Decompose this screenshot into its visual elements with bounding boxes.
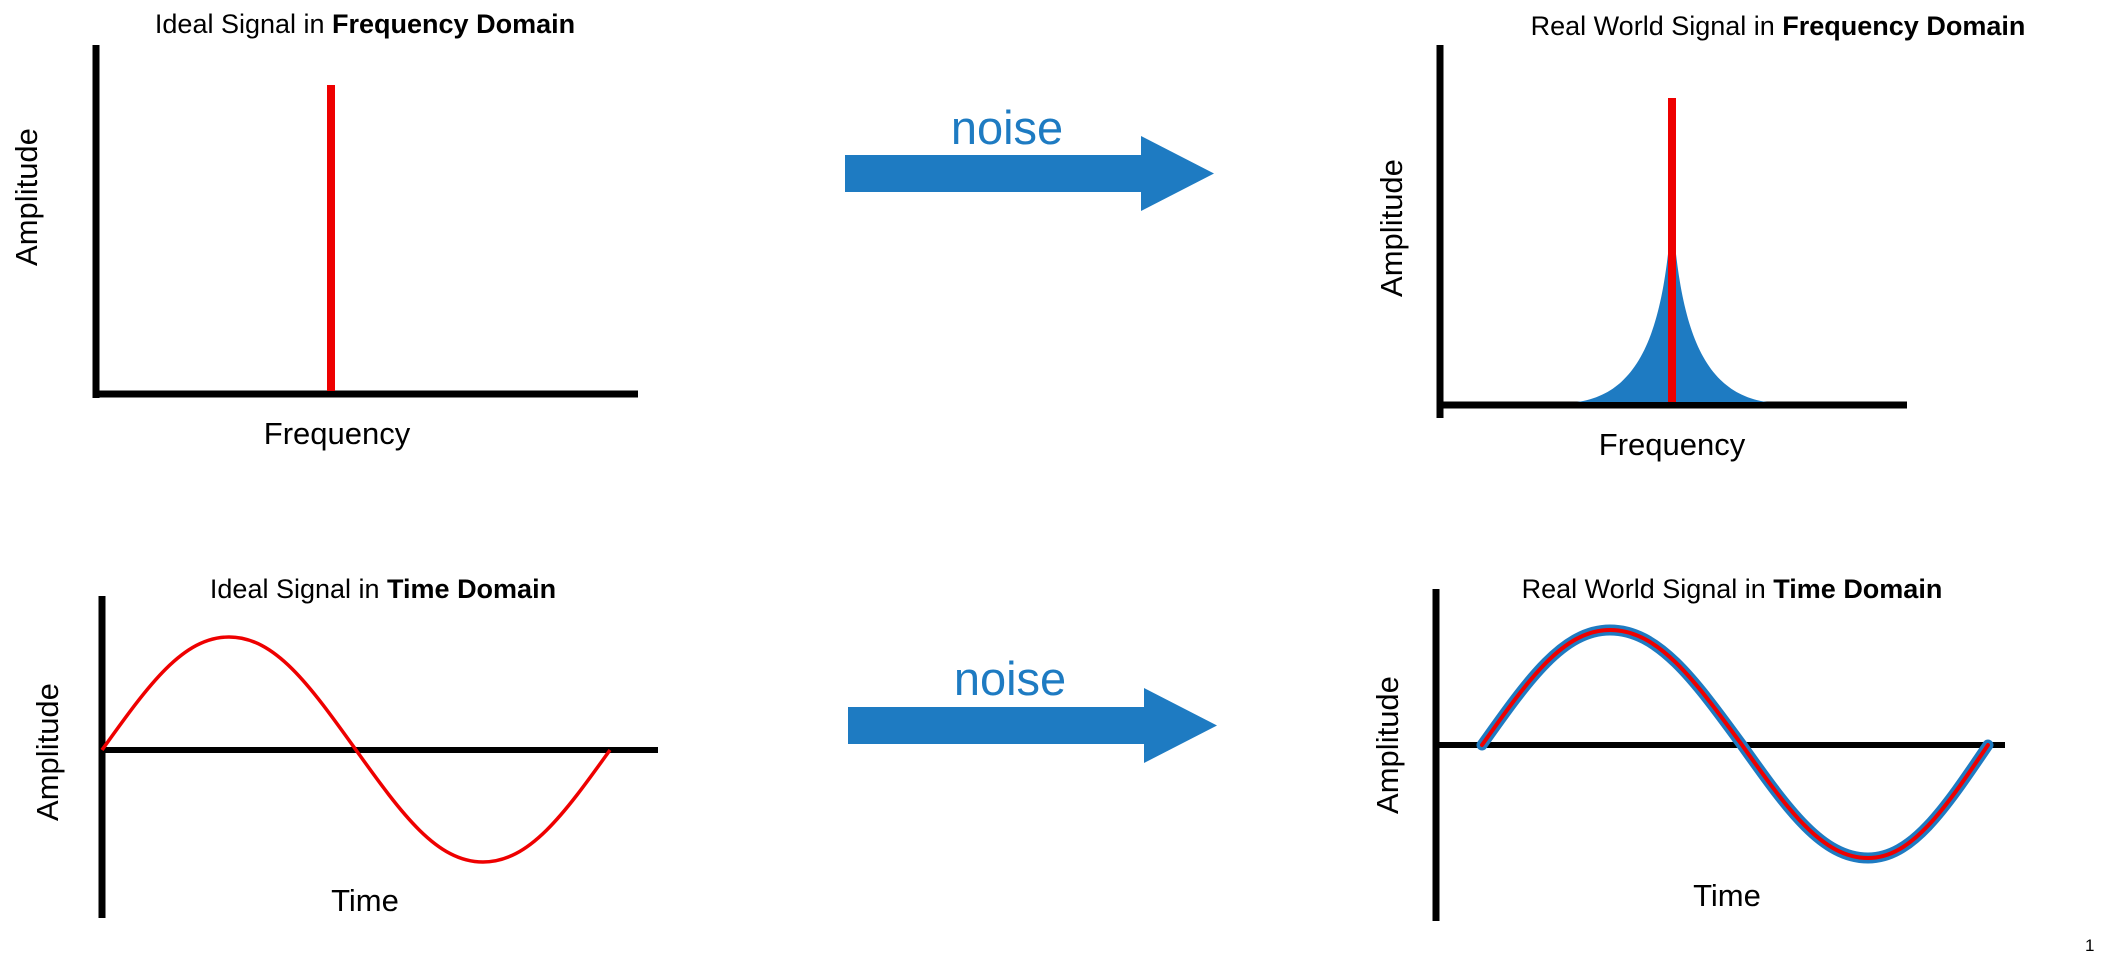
panel-title-ideal-time: Ideal Signal in Time Domain	[83, 573, 683, 605]
noise-label-top: noise	[950, 101, 1064, 154]
arrow-body	[848, 707, 1144, 744]
ideal-sine-wave	[100, 635, 612, 864]
ideal-frequency-chart	[92, 45, 638, 398]
title-prefix: Real World Signal in	[1530, 11, 1783, 41]
noise-arrow-top	[845, 136, 1214, 211]
title-prefix: Real World Signal in	[1521, 574, 1774, 604]
noise-arrow-bottom	[848, 688, 1217, 763]
title-bold: Time Domain	[1773, 574, 1943, 604]
arrow-body	[845, 155, 1141, 192]
panel-real-time: Real World Signal in Time Domain Amplitu…	[1360, 565, 2122, 965]
title-bold: Frequency Domain	[332, 9, 576, 39]
panel-ideal-time: Ideal Signal in Time Domain Amplitude Ti…	[0, 565, 700, 960]
x-axis-label-frequency: Frequency	[1598, 427, 1746, 462]
title-prefix: Ideal Signal in	[154, 9, 333, 39]
y-axis-label-amplitude: Amplitude	[1374, 159, 1409, 297]
panel-real-frequency: Real World Signal in Frequency Domain Am…	[1360, 0, 2122, 470]
panel-title-ideal-frequency: Ideal Signal in Frequency Domain	[35, 8, 695, 40]
title-bold: Frequency Domain	[1782, 11, 2026, 41]
real-time-chart	[1432, 589, 2005, 921]
x-axis-label-time: Time	[331, 883, 399, 918]
x-axis-label-time: Time	[1693, 878, 1761, 913]
panel-ideal-frequency: Ideal Signal in Frequency Domain Amplitu…	[0, 0, 700, 470]
noisy-sine-wave-red-core	[1480, 627, 1990, 861]
real-frequency-chart	[1436, 45, 1907, 418]
noise-label-bottom: noise	[953, 652, 1067, 705]
y-axis-label-amplitude: Amplitude	[1370, 676, 1405, 814]
title-bold: Time Domain	[387, 574, 557, 604]
x-axis-label-frequency: Frequency	[263, 416, 411, 451]
y-axis-label-amplitude: Amplitude	[30, 683, 65, 821]
page-number: 1	[2085, 936, 2095, 955]
panel-title-real-time: Real World Signal in Time Domain	[1432, 573, 2032, 605]
panel-title-real-frequency: Real World Signal in Frequency Domain	[1478, 10, 2078, 42]
arrow-head	[1141, 136, 1214, 211]
arrow-head	[1144, 688, 1217, 763]
ideal-time-chart	[98, 596, 658, 918]
title-prefix: Ideal Signal in	[209, 574, 388, 604]
y-axis-label-amplitude: Amplitude	[9, 128, 44, 266]
